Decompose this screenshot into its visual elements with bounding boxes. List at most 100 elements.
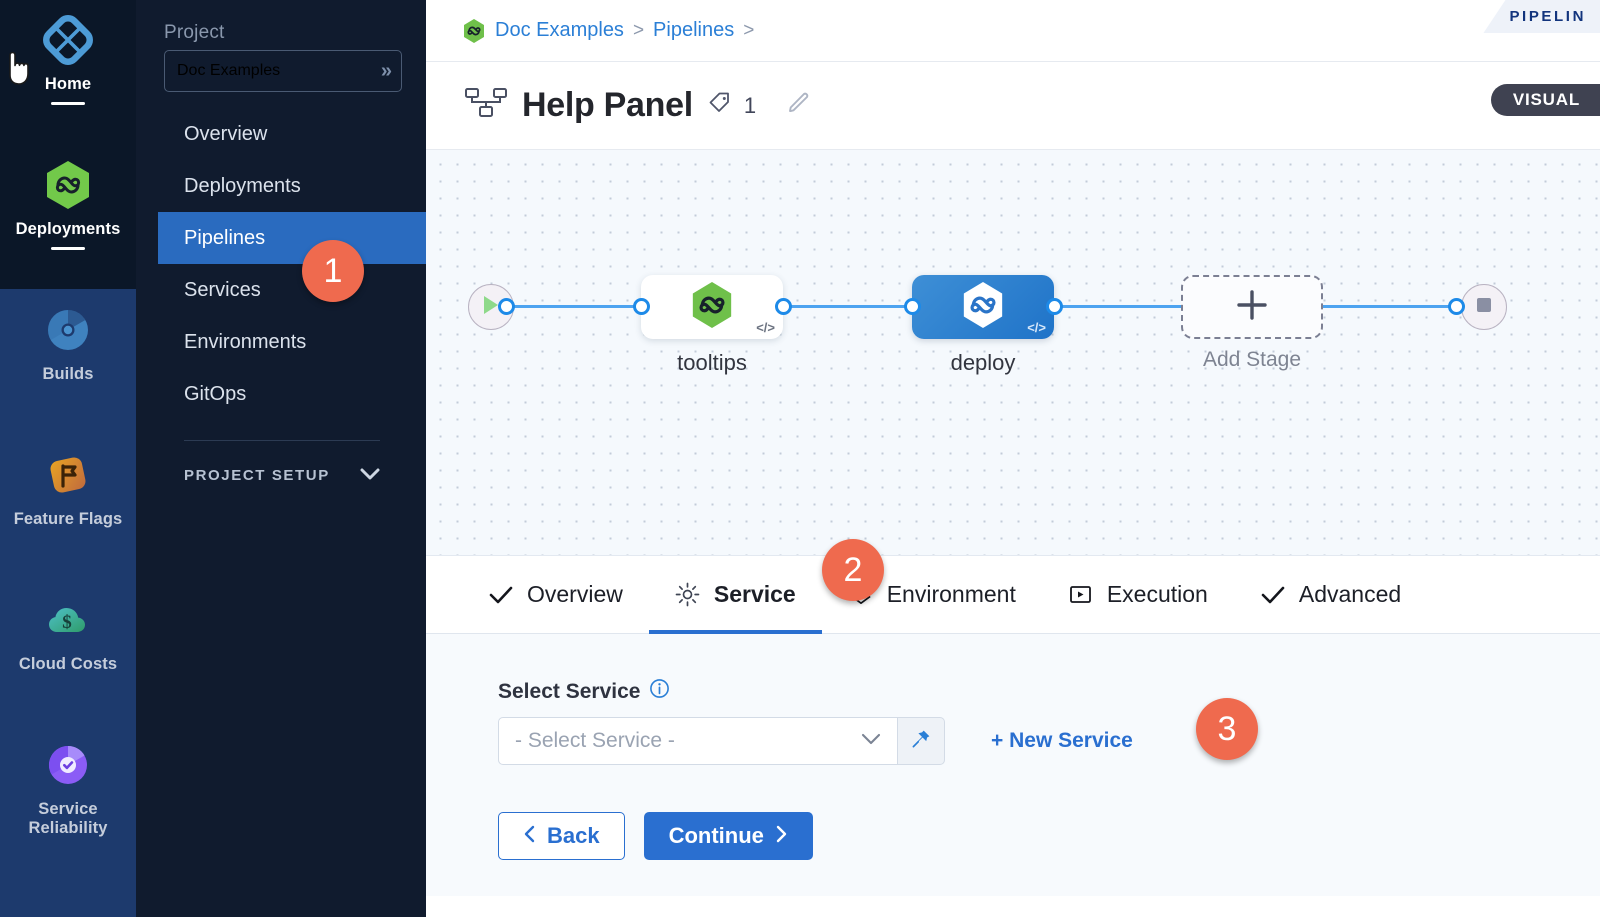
pipeline-studio-tab-label: PIPELIN <box>1509 8 1586 25</box>
callout-badge-2: 2 <box>822 539 884 601</box>
pipeline-canvas[interactable]: </> tooltips </> deploy <box>426 150 1600 556</box>
stage-tooltips-in-port[interactable] <box>633 298 650 315</box>
edge-tooltips-to-deploy <box>782 305 952 308</box>
stage-label-tooltips: tooltips <box>677 350 747 375</box>
sidebar-item-gitops[interactable]: GitOps <box>136 368 426 420</box>
tab-advanced[interactable]: Advanced <box>1234 556 1427 634</box>
harness-infinity-hex-icon <box>689 280 735 335</box>
pipeline-studio-tab[interactable]: PIPELIN <box>1483 0 1600 33</box>
stage-code-mark: </> <box>1027 320 1046 335</box>
harness-infinity-hex-icon <box>462 18 486 44</box>
pipeline-nodes-icon <box>464 86 508 125</box>
project-selector-value: Doc Examples <box>177 62 281 79</box>
stage-code-mark: </> <box>756 320 775 335</box>
sidebar-item-pipelines[interactable]: Pipelines <box>158 212 426 264</box>
harness-infinity-hex-icon <box>960 280 1006 335</box>
stage-deploy-out-port[interactable] <box>1046 298 1063 315</box>
breadcrumb-item-project[interactable]: Doc Examples <box>495 19 624 41</box>
back-button-label: Back <box>547 823 600 848</box>
rail-item-label: Cloud Costs <box>18 655 118 673</box>
pin-icon <box>910 728 932 755</box>
rail-item-label: Feature Flags <box>13 510 123 528</box>
sidebar-item-deployments[interactable]: Deployments <box>136 160 426 212</box>
rail-item-label: Builds <box>42 365 94 383</box>
feature-flags-icon <box>42 449 94 501</box>
stage-node-deploy[interactable]: </> <box>912 275 1054 339</box>
select-service-value: - Select Service - <box>515 729 675 752</box>
project-nav: Overview Deployments Pipelines Services … <box>136 108 426 420</box>
project-setup-toggle[interactable]: PROJECT SETUP <box>136 467 426 484</box>
end-node[interactable] <box>1461 284 1507 330</box>
add-stage-node[interactable] <box>1181 275 1323 339</box>
rail-active-underline <box>51 102 85 106</box>
select-service-label-row: Select Service <box>426 678 1600 705</box>
select-service-input[interactable]: - Select Service - <box>498 717 898 765</box>
rail-item-label: Deployments <box>15 220 121 238</box>
tag-count: 1 <box>743 92 757 118</box>
pencil-edit-icon[interactable] <box>786 90 812 121</box>
check-icon <box>1260 585 1286 605</box>
callout-number: 3 <box>1217 709 1237 748</box>
svg-text:$: $ <box>62 612 72 633</box>
rail-lower-bg <box>0 289 136 917</box>
rail-item-home[interactable]: Home <box>0 0 136 145</box>
breadcrumb-separator: > <box>632 19 645 41</box>
view-mode-badge[interactable]: VISUAL <box>1490 84 1600 116</box>
callout-number: 2 <box>843 550 863 589</box>
chevron-down-icon <box>360 467 380 484</box>
select-service-row: - Select Service - + New Service <box>426 717 1600 765</box>
sidebar-item-overview[interactable]: Overview <box>136 108 426 160</box>
page-title: Help Panel <box>522 86 693 124</box>
sidebar-item-services[interactable]: Services <box>136 264 426 316</box>
callout-badge-3: 3 <box>1196 698 1258 760</box>
double-chevron-right-icon: » <box>380 59 392 82</box>
play-box-icon <box>1068 582 1094 607</box>
form-actions: Back Continue <box>426 812 1600 860</box>
page-header: Help Panel 1 VISUAL <box>426 62 1600 150</box>
rail-item-label: Service Reliability <box>28 800 108 838</box>
breadcrumb-item-pipelines[interactable]: Pipelines <box>653 19 735 41</box>
edge-start-to-tooltips <box>506 305 686 308</box>
rail-item-service-reliability[interactable]: Service Reliability <box>0 725 136 870</box>
project-selector[interactable]: Doc Examples » <box>164 50 402 92</box>
tab-execution[interactable]: Execution <box>1042 556 1234 634</box>
stage-tooltips-out-port[interactable] <box>775 298 792 315</box>
start-node-port[interactable] <box>498 298 515 315</box>
stage-deploy-in-port[interactable] <box>904 298 921 315</box>
back-button[interactable]: Back <box>498 812 625 860</box>
tab-service[interactable]: Service <box>648 556 822 634</box>
tab-label: Environment <box>886 581 1016 607</box>
stop-square-icon <box>1474 295 1494 320</box>
stage-config-tabs: Overview Service <box>426 556 1600 634</box>
tag-icon[interactable] <box>707 90 733 121</box>
sidebar-item-label: GitOps <box>184 382 247 405</box>
service-reliability-icon <box>42 739 94 791</box>
tab-label: Execution <box>1106 581 1208 607</box>
tab-label: Service <box>713 581 796 607</box>
stage-label-deploy: deploy <box>950 350 1016 375</box>
stage-node-tooltips[interactable]: </> <box>641 275 783 339</box>
rail-item-cloud-costs[interactable]: $ Cloud Costs <box>0 580 136 725</box>
continue-button-label: Continue <box>668 823 764 848</box>
tab-overview[interactable]: Overview <box>462 556 649 634</box>
project-section-label: Project <box>164 22 225 43</box>
sidebar-item-label: Services <box>184 278 261 301</box>
plus-icon <box>1234 287 1270 328</box>
new-service-link[interactable]: + New Service <box>991 729 1133 752</box>
breadcrumb-separator: > <box>743 19 755 41</box>
sidebar-item-label: Deployments <box>184 174 301 197</box>
chevron-left-icon <box>523 823 536 849</box>
pin-service-button[interactable] <box>898 717 945 765</box>
rail-item-feature-flags[interactable]: Feature Flags <box>0 435 136 580</box>
rail-item-deployments[interactable]: Deployments <box>0 145 136 290</box>
add-stage-label: Add Stage <box>1202 348 1302 371</box>
rail-active-underline <box>51 247 85 251</box>
rail-item-builds[interactable]: Builds <box>0 290 136 435</box>
deployments-infinity-hex-icon <box>42 159 94 211</box>
cloud-costs-icon: $ <box>42 594 94 646</box>
info-circle-icon[interactable] <box>649 678 670 705</box>
continue-button[interactable]: Continue <box>643 812 813 860</box>
sidebar-item-environments[interactable]: Environments <box>136 316 426 368</box>
end-node-port[interactable] <box>1448 298 1465 315</box>
